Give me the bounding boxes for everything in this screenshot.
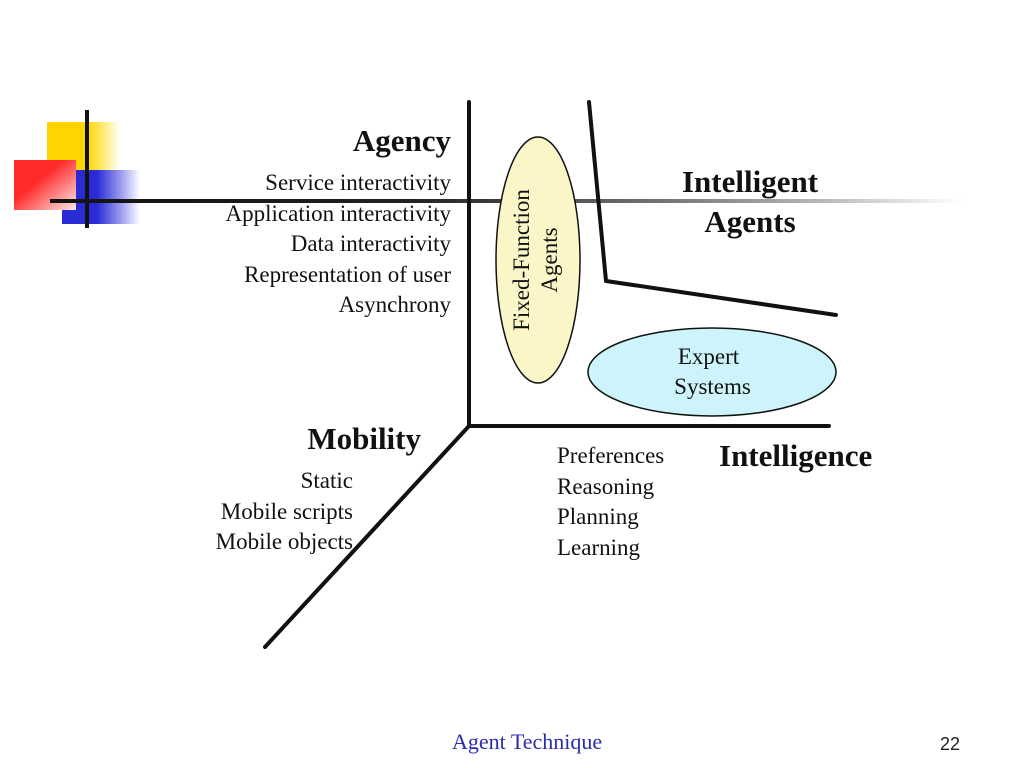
fixed-function-ellipse	[495, 136, 581, 384]
expert-systems-line2: Systems	[674, 374, 751, 399]
mobility-title: Mobility	[307, 421, 421, 456]
intelligence-item: Planning	[557, 504, 639, 529]
fixed-function-line2: Agents	[537, 227, 562, 293]
agency-item: Data interactivity	[290, 231, 451, 256]
mobility-item: Mobile objects	[215, 529, 353, 554]
agency-title: Agency	[352, 123, 451, 158]
intelligence-item: Learning	[557, 534, 641, 560]
footer-title: Agent Technique	[452, 729, 603, 754]
logo-vertical-bar	[85, 110, 89, 228]
intelligent-agents-label: Intelligent Agents	[650, 162, 850, 242]
mobility-item: Static	[300, 468, 353, 493]
intelligence-items: Preferences Reasoning Planning Learning	[557, 441, 664, 563]
agency-item: Service interactivity	[265, 170, 451, 195]
intelligent-agents-boundary	[587, 100, 838, 317]
intelligent-agents-line1: Intelligent	[681, 164, 819, 199]
mobility-item: Mobile scripts	[220, 498, 353, 524]
page-number: 22	[940, 734, 961, 754]
intelligence-title: Intelligence	[719, 438, 873, 473]
agency-item: Application interactivity	[225, 200, 451, 226]
agency-item: Asynchrony	[338, 292, 451, 317]
fixed-function-line1: Fixed-Function	[509, 189, 534, 331]
intelligence-item: Preferences	[557, 443, 665, 468]
expert-systems-label: Expert Systems	[640, 342, 785, 402]
expert-systems-ellipse	[587, 327, 837, 417]
mobility-axis	[263, 424, 471, 649]
corner-logo	[0, 0, 140, 240]
intelligence-item: Reasoning	[557, 473, 655, 499]
expert-systems-line1: Expert	[677, 344, 740, 369]
agency-item: Representation of user	[244, 261, 451, 287]
agency-items: Service interactivity Application intera…	[226, 168, 451, 321]
intelligent-agents-line2: Agents	[704, 204, 796, 239]
mobility-items: Static Mobile scripts Mobile objects	[216, 466, 353, 558]
fixed-function-label: Fixed-Function Agents	[508, 180, 564, 340]
